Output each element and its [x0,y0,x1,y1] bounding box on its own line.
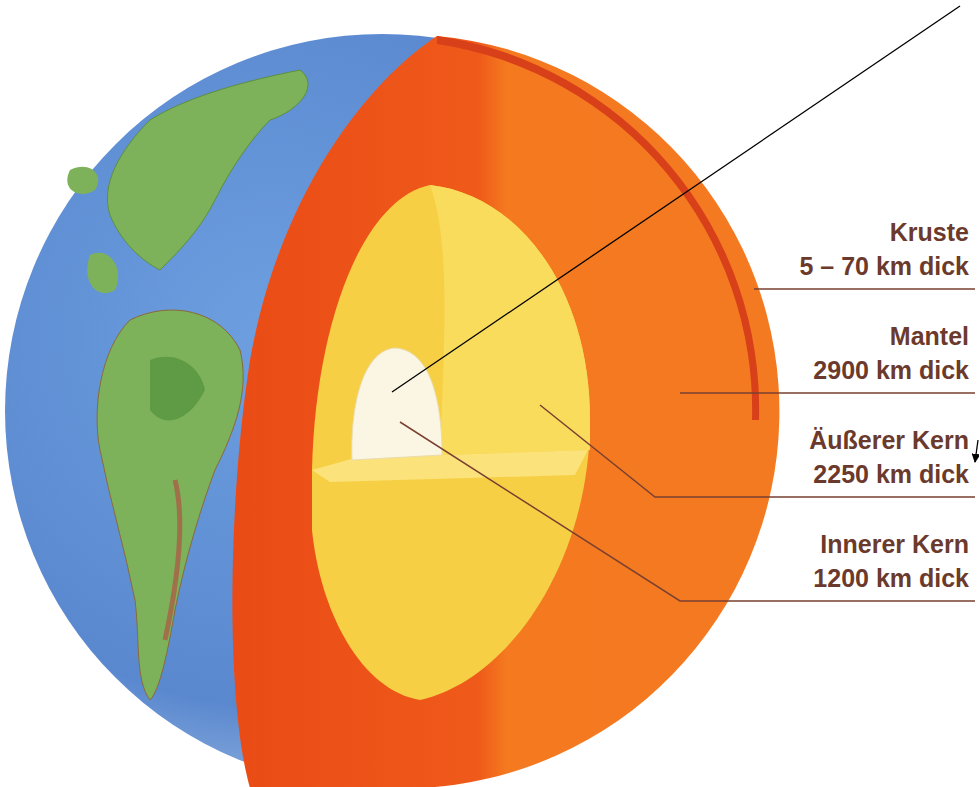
island [67,167,98,194]
outer-core-leader [540,405,975,497]
layer-thickness: 2900 km dick [813,353,969,387]
inner-core-leader [400,422,975,601]
layer-name: Kruste [890,215,969,249]
layer-name: Innerer Kern [820,527,969,561]
mantle-leader [680,392,975,394]
layer-thickness: 5 – 70 km dick [799,249,969,283]
caribbean-island [87,253,118,293]
mantle [232,36,779,787]
layer-name: Äußerer Kern [809,423,969,457]
layer-name: Mantel [890,319,969,353]
north-america [107,70,308,270]
andes [165,480,180,640]
layer-thickness: 2250 km dick [813,457,969,491]
annotation-line [392,6,960,392]
outer-core-face [430,185,590,455]
south-america [97,310,243,700]
crust-leader [754,288,975,290]
leader-lines [400,289,975,601]
annotation-arrow [975,440,978,462]
outer-core [312,185,590,700]
inner-core [352,348,442,460]
amazon-region [150,357,205,421]
layer-thickness: 1200 km dick [813,561,969,595]
